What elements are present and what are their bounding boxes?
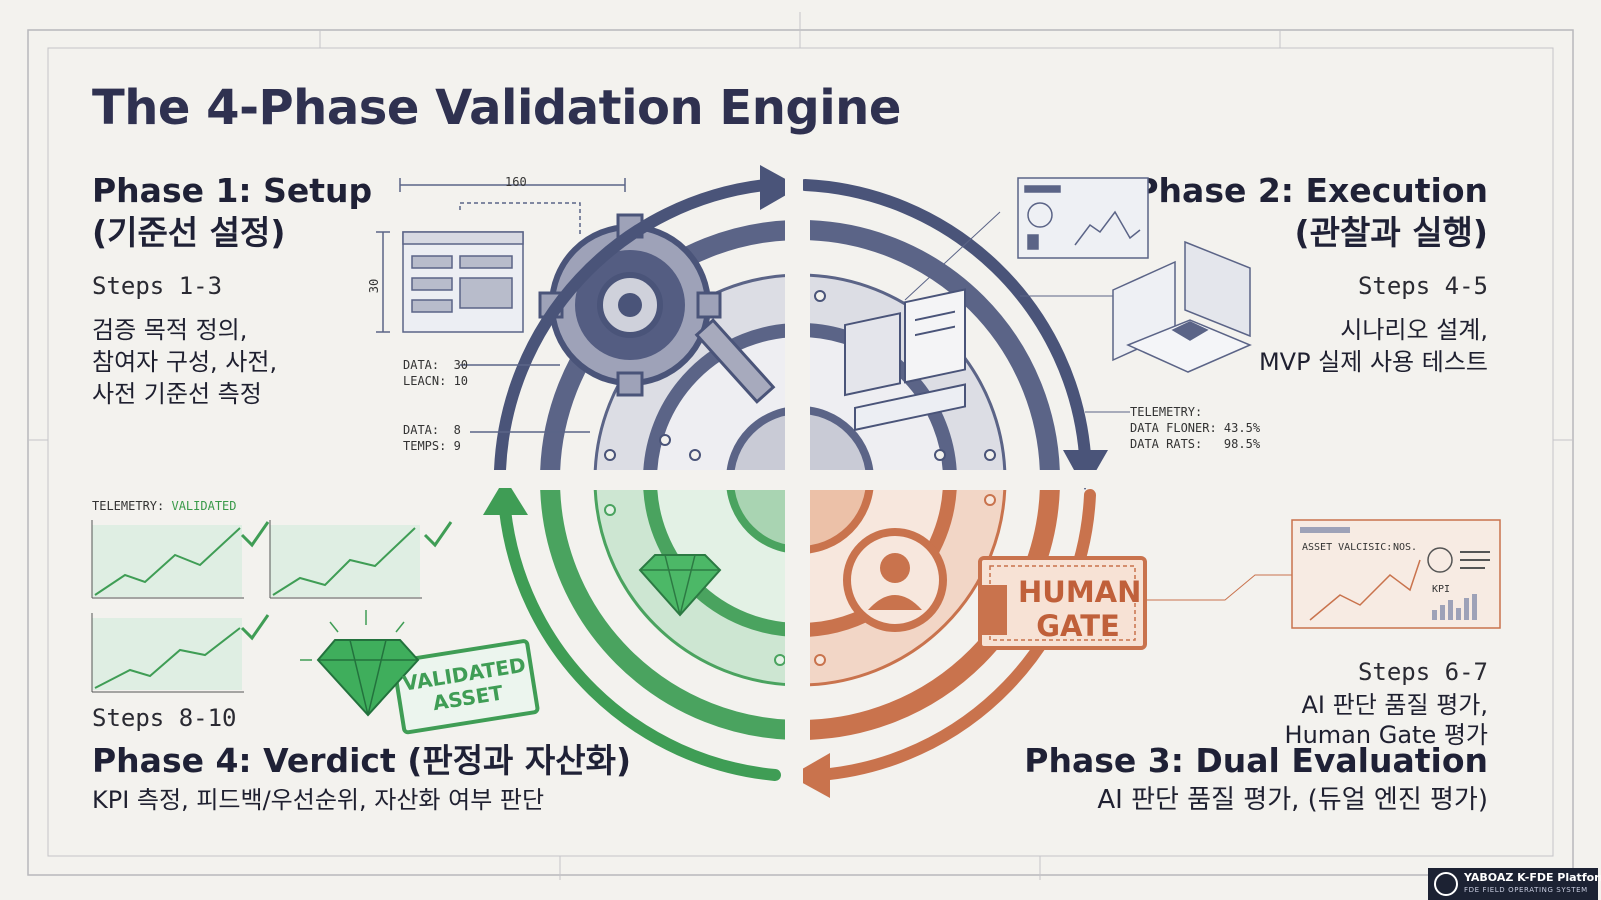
asset-panel: [1145, 519, 1501, 629]
telemetry-readout: DATA FLONER: 43.5%: [1130, 421, 1261, 435]
validated-charts: [91, 520, 453, 693]
brand-badge: YABOAZ K-FDE Platform FDE FIELD OPERATIN…: [1428, 868, 1601, 900]
arrow-phase3: [814, 489, 1096, 781]
gem-icon: [638, 554, 722, 617]
phase1-steps: Steps 1-3: [92, 272, 223, 300]
phase1-subheading: (기준선 설정): [92, 213, 286, 252]
phase1-gear-quadrant: [538, 213, 790, 470]
data-readout: DATA: 30: [403, 358, 469, 372]
page-title: The 4-Phase Validation Engine: [92, 80, 901, 136]
dashboard-icon: [904, 177, 1149, 301]
arrow-head-icon: [790, 753, 830, 798]
phase2-subheading: (관찰과 실행): [1294, 213, 1488, 252]
brand-logo-icon: [1434, 872, 1458, 896]
isometric-screens-icon: [1020, 240, 1252, 413]
brand-subtitle: FDE FIELD OPERATING SYSTEM: [1464, 886, 1588, 894]
telemetry-label: TELEMETRY:: [92, 499, 165, 513]
phase2-desc-line: MVP 실제 사용 테스트: [1258, 348, 1488, 376]
arrow-phase1: [494, 179, 771, 476]
validated-asset-stamp: [391, 639, 540, 735]
gem-icon: [300, 610, 420, 717]
brand-title: YABOAZ K-FDE Platform: [1464, 871, 1601, 884]
dimension-width-label: 160: [505, 175, 527, 189]
phase2-desc-line: 시나리오 설계,: [1340, 316, 1488, 344]
phase3-subheading: AI 판단 품질 평가, (듀얼 엔진 평가): [1097, 785, 1488, 815]
phase2-gear-quadrant: [810, 220, 1060, 470]
phase3-gear-quadrant: [810, 490, 1060, 740]
human-gate-stamp: [978, 556, 1147, 650]
phase2-heading: Phase 2: Execution: [1134, 171, 1488, 210]
wireframe-icon: [376, 178, 626, 433]
human-gate-text: HUMAN GATE: [1018, 575, 1142, 643]
telemetry-title: TELEMETRY:: [1130, 405, 1203, 419]
phase1-desc: 검증 목적 정의, 참여자 구성, 사전, 사전 기준선 측정: [92, 314, 277, 410]
stamp-line: GATE: [1036, 609, 1120, 643]
telemetry-validated-label: TELEMETRY: VALIDATED: [92, 498, 237, 514]
phase4-heading: Phase 4: Verdict (판정과 자산화): [92, 741, 632, 780]
phase3-desc-line: Human Gate 평가: [1284, 721, 1488, 749]
arrow-phase4: [499, 504, 781, 781]
phase3-steps: Steps 6-7: [1357, 658, 1488, 686]
phase1-heading: Phase 1: Setup: [92, 171, 373, 210]
kpi-label: KPI: [1432, 584, 1451, 595]
arrow-phase2: [799, 179, 1091, 461]
phase3-heading: Phase 3: Dual Evaluation: [1024, 741, 1488, 780]
stamp-line: HUMAN: [1018, 575, 1142, 609]
arrow-head-icon: [483, 478, 528, 515]
phase1-desc-line: 참여자 구성, 사전,: [92, 348, 278, 376]
data-readout: TEMPS: 9: [403, 439, 461, 453]
telemetry-readout: DATA RATS: 98.5%: [1130, 437, 1261, 451]
phase2-steps: Steps 4-5: [1357, 272, 1488, 300]
phase2-desc: 시나리오 설계, MVP 실제 사용 테스트: [1259, 314, 1488, 378]
telemetry-status: VALIDATED: [171, 499, 237, 513]
data-readout: DATA: 8: [403, 423, 461, 437]
phase3-desc-line: AI 판단 품질 평가,: [1301, 691, 1489, 719]
arrow-head-icon: [760, 165, 800, 210]
asset-nos: NOS.: [1393, 542, 1418, 553]
dimension-height-label: 30: [367, 278, 382, 294]
phase1-desc-line: 사전 기준선 측정: [92, 380, 262, 408]
phase4-desc: KPI 측정, 피드백/우선순위, 자산화 여부 판단: [92, 786, 545, 814]
phase1-desc-line: 검증 목적 정의,: [92, 316, 248, 344]
data-readout: LEACN: 10: [403, 374, 469, 388]
phase3-desc: AI 판단 품질 평가, Human Gate 평가: [1285, 690, 1488, 750]
phase4-steps: Steps 8-10: [92, 704, 237, 732]
asset-label: ASSET VALCISIC:: [1302, 542, 1393, 553]
